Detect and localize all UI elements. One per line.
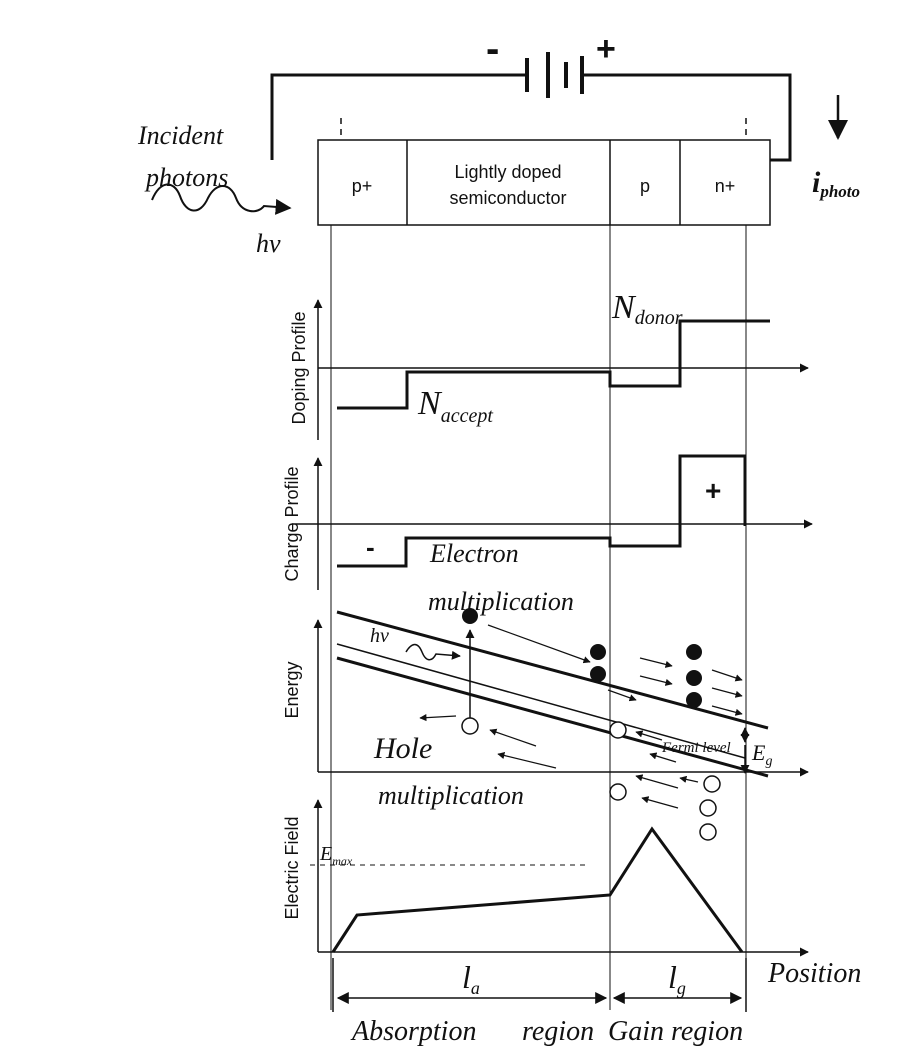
- doping-profile-curve: [337, 319, 770, 410]
- region-label-intrinsic-line2: semiconductor: [449, 188, 566, 208]
- electric-field-panel: Electric Field Emax: [282, 799, 809, 957]
- electron-dot: [462, 608, 478, 624]
- absorbed-photon-wave-icon: [405, 643, 461, 661]
- hole-dot: [461, 717, 479, 735]
- battery-minus-sign: -: [486, 27, 499, 71]
- positive-charge-sign: +: [705, 475, 721, 506]
- electron-label: Electron: [429, 539, 519, 568]
- hole-dot: [699, 823, 717, 841]
- electron-drift-arrows: [487, 624, 743, 716]
- device-outline: [317, 139, 771, 226]
- battery-plus-sign: +: [596, 30, 616, 68]
- hole-dot: [609, 721, 627, 739]
- valence-band-edge: [336, 656, 769, 778]
- electron-dot: [590, 666, 606, 682]
- region-dimensions: la lg Position Absorption region Gain re…: [332, 958, 861, 1047]
- doping-axis-label: Doping Profile: [289, 311, 309, 424]
- region-label-n-plus: n+: [715, 176, 736, 196]
- absorption-word: Absorption: [350, 1016, 476, 1047]
- photo-current-label: iphoto: [812, 166, 860, 201]
- electron-multiplication-label: multiplication: [428, 587, 574, 616]
- energy-band-panel: Energy Fermi level Eg hv: [282, 608, 809, 841]
- gain-region-label: Gain region: [608, 1016, 743, 1047]
- bandgap-label: Eg: [751, 740, 772, 769]
- incident-label-line1: Incident: [137, 121, 224, 150]
- hole-dot: [703, 775, 721, 793]
- region-guide-lines: [330, 225, 747, 1010]
- charge-profile-curve: [337, 454, 747, 568]
- device-structure: p+ Lightly doped semiconductor p n+: [317, 118, 771, 226]
- hole-drift-arrows: [419, 714, 699, 809]
- fermi-level-line: [336, 643, 746, 759]
- photon-wave-icon: [151, 183, 292, 215]
- region-word: region: [522, 1016, 594, 1047]
- incident-label-line2: photons: [144, 163, 228, 192]
- charge-profile-panel: Charge Profile - + Electron multiplicati…: [282, 454, 813, 616]
- acceptor-label: Naccept: [417, 385, 493, 427]
- energy-axis-label: Energy: [282, 661, 302, 718]
- region-label-p: p: [640, 176, 650, 196]
- absorbed-photon-label: hv: [370, 625, 389, 647]
- gain-length-label: lg: [668, 959, 686, 998]
- bias-circuit: - + iphoto: [270, 27, 860, 201]
- region-label-intrinsic-line1: Lightly doped: [454, 162, 561, 182]
- hole-multiplication-label: multiplication: [378, 781, 524, 810]
- photon-energy-label: hv: [256, 229, 281, 258]
- electron-dot: [590, 644, 606, 660]
- doping-profile-panel: Doping Profile Ndonor Naccept: [289, 289, 809, 440]
- conduction-band-edge: [336, 610, 769, 730]
- electron-dot: [686, 644, 702, 660]
- fermi-level-label: Fermi level: [661, 740, 731, 756]
- absorption-length-label: la: [462, 959, 480, 998]
- hole-dot: [699, 799, 717, 817]
- region-label-p-plus: p+: [352, 176, 373, 196]
- emax-label: Emax: [319, 843, 353, 868]
- electric-field-curve: [331, 826, 744, 953]
- hole-label: Hole: [373, 732, 432, 765]
- electron-dot: [686, 692, 702, 708]
- charge-axis-label: Charge Profile: [282, 466, 302, 581]
- negative-charge-sign: -: [366, 532, 375, 562]
- field-axis-label: Electric Field: [282, 816, 302, 919]
- incident-photon: Incident photons hv: [137, 121, 292, 258]
- electron-dot: [686, 670, 702, 686]
- donor-label: Ndonor: [611, 289, 683, 329]
- hole-dot: [609, 783, 627, 801]
- position-axis-label: Position: [767, 958, 861, 989]
